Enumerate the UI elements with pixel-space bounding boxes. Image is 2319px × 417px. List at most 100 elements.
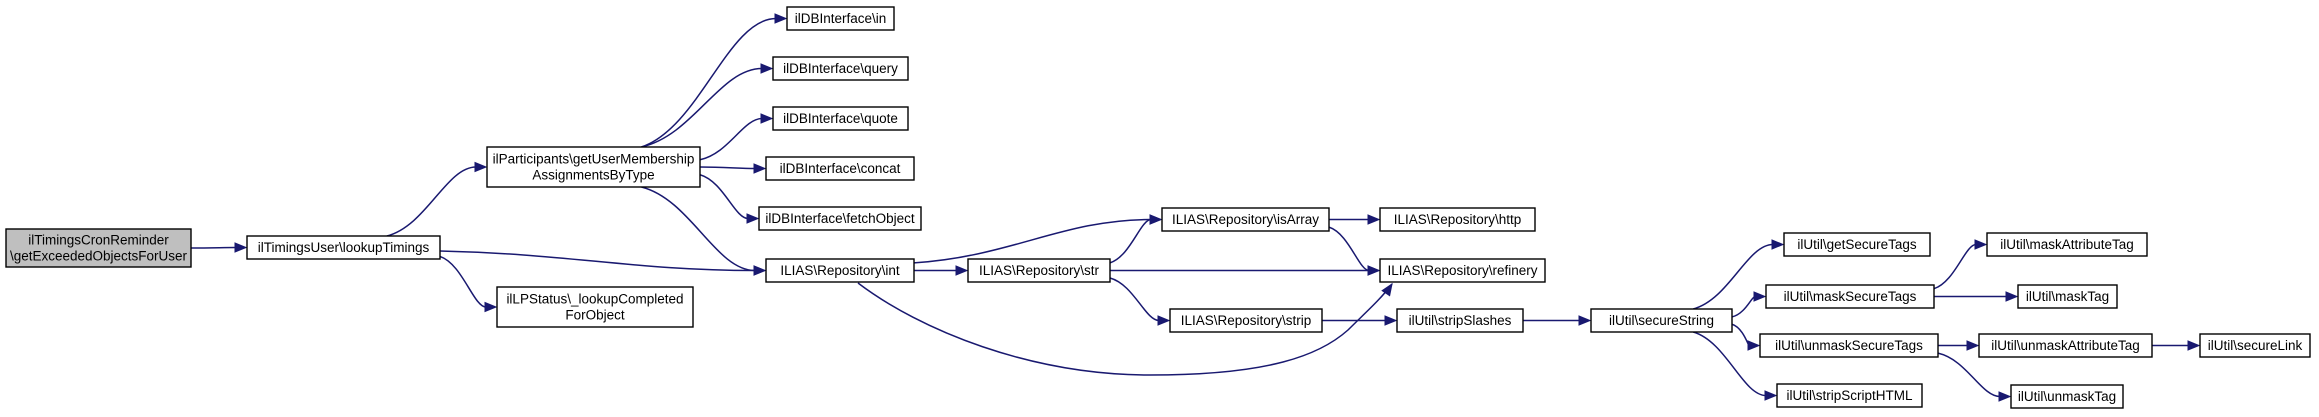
edge-repo_strip-to-util_stripSlashes bbox=[1322, 315, 1398, 326]
node-repo_isArray[interactable]: ILIAS\Repository\isArray bbox=[1161, 207, 1330, 232]
node-box bbox=[765, 258, 915, 283]
node-box bbox=[5, 228, 192, 268]
edge-util_secureString-to-util_stripScriptHTML bbox=[1693, 331, 1778, 401]
node-util_maskTag[interactable]: ilUtil\maskTag bbox=[2017, 284, 2118, 309]
node-label: ilUtil\secureLink bbox=[2208, 338, 2303, 353]
node-box bbox=[486, 146, 701, 188]
node-util_secureString[interactable]: ilUtil\secureString bbox=[1590, 308, 1733, 333]
node-label: ILIAS\Repository\str bbox=[979, 263, 1100, 278]
node-label: \getExceededObjectsForUser bbox=[10, 249, 188, 264]
node-label: ilUtil\unmaskAttributeTag bbox=[1991, 338, 2140, 353]
edge-repo_str-to-repo_isArray bbox=[1109, 214, 1163, 264]
node-label: ILIAS\Repository\int bbox=[780, 263, 900, 278]
edge-repo_int-to-repo_isArray bbox=[913, 214, 1163, 264]
edge-util_secureString-to-util_unmaskSecureTags bbox=[1731, 323, 1761, 351]
node-box bbox=[967, 258, 1111, 283]
node-label: ilUtil\maskAttributeTag bbox=[2000, 237, 2134, 252]
node-label: ilDBInterface\fetchObject bbox=[765, 211, 915, 226]
node-label: ilUtil\stripSlashes bbox=[1409, 313, 1512, 328]
edge-getUserMembership-to-repo_int bbox=[641, 186, 767, 276]
edge-repo_isArray-to-repo_refinery bbox=[1328, 226, 1381, 276]
node-box bbox=[765, 156, 915, 181]
node-box bbox=[1396, 308, 1524, 333]
node-label: ilParticipants\getUserMembership bbox=[493, 152, 695, 167]
edge-getUserMembership-to-db_in bbox=[641, 13, 788, 148]
node-label: ilUtil\unmaskTag bbox=[2018, 389, 2116, 404]
edge-repo_str-to-repo_strip bbox=[1109, 277, 1171, 326]
node-util_maskAttributeTag[interactable]: ilUtil\maskAttributeTag bbox=[1986, 232, 2148, 257]
node-box bbox=[772, 106, 909, 131]
node-util_getSecureTags[interactable]: ilUtil\getSecureTags bbox=[1783, 232, 1931, 257]
edge-getUserMembership-to-db_quote bbox=[699, 113, 774, 161]
node-box bbox=[1776, 383, 1923, 408]
edge-getUserMembership-to-db_concat bbox=[699, 163, 767, 174]
node-label: ilUtil\maskSecureTags bbox=[1784, 289, 1917, 304]
node-box bbox=[772, 56, 909, 81]
edge-util_stripSlashes-to-util_secureString bbox=[1523, 315, 1592, 326]
node-getUserMembership[interactable]: ilParticipants\getUserMembershipAssignme… bbox=[486, 146, 701, 188]
node-db_quote[interactable]: ilDBInterface\quote bbox=[772, 106, 909, 131]
node-repo_http[interactable]: ILIAS\Repository\http bbox=[1379, 207, 1536, 232]
edge-getUserMembership-to-db_query bbox=[641, 63, 774, 148]
node-label: ILIAS\Repository\strip bbox=[1181, 313, 1312, 328]
node-label: ilLPStatus\_lookupCompleted bbox=[506, 292, 683, 307]
edge-getUserMembership-to-db_fetchObject bbox=[699, 174, 760, 224]
node-util_secureLink[interactable]: ilUtil\secureLink bbox=[2199, 333, 2311, 358]
node-label: ilDBInterface\in bbox=[795, 11, 887, 26]
edge-repo_int-to-repo_refinery bbox=[857, 282, 1393, 376]
node-label: AssignmentsByType bbox=[532, 168, 654, 183]
edge-repo_isArray-to-repo_http bbox=[1329, 214, 1381, 225]
node-box bbox=[1986, 232, 2148, 257]
node-box bbox=[1590, 308, 1733, 333]
edge-lookupTimings-to-getUserMembership bbox=[386, 161, 488, 237]
node-box bbox=[1765, 284, 1935, 309]
node-util_stripSlashes[interactable]: ilUtil\stripSlashes bbox=[1396, 308, 1524, 333]
node-box bbox=[1161, 207, 1330, 232]
node-label: ilDBInterface\quote bbox=[783, 111, 898, 126]
node-box bbox=[2017, 284, 2118, 309]
node-box bbox=[1759, 333, 1939, 358]
node-label: ILIAS\Repository\http bbox=[1394, 212, 1522, 227]
node-box bbox=[1978, 333, 2153, 358]
node-lookupTimings[interactable]: ilTimingsUser\lookupTimings bbox=[246, 235, 441, 260]
node-db_fetchObject[interactable]: ilDBInterface\fetchObject bbox=[758, 206, 922, 231]
node-root[interactable]: ilTimingsCronReminder\getExceededObjects… bbox=[5, 228, 192, 268]
edge-repo_int-to-repo_str bbox=[913, 265, 969, 276]
node-repo_strip[interactable]: ILIAS\Repository\strip bbox=[1169, 308, 1323, 333]
node-db_in[interactable]: ilDBInterface\in bbox=[786, 6, 895, 31]
node-db_query[interactable]: ilDBInterface\query bbox=[772, 56, 909, 81]
node-label: ilTimingsCronReminder bbox=[28, 233, 169, 248]
node-box bbox=[1379, 258, 1546, 283]
edge-util_secureString-to-util_maskSecureTags bbox=[1731, 291, 1767, 318]
call-edges bbox=[190, 13, 2201, 402]
node-db_concat[interactable]: ilDBInterface\concat bbox=[765, 156, 915, 181]
node-util_unmaskTag[interactable]: ilUtil\unmaskTag bbox=[2010, 384, 2124, 409]
node-repo_int[interactable]: ILIAS\Repository\int bbox=[765, 258, 915, 283]
node-box bbox=[786, 6, 895, 31]
node-repo_refinery[interactable]: ILIAS\Repository\refinery bbox=[1379, 258, 1546, 283]
node-box bbox=[2199, 333, 2311, 358]
node-box bbox=[1169, 308, 1323, 333]
node-repo_str[interactable]: ILIAS\Repository\str bbox=[967, 258, 1111, 283]
node-label: ilTimingsUser\lookupTimings bbox=[258, 240, 430, 255]
node-label: ilUtil\secureString bbox=[1609, 313, 1714, 328]
node-box bbox=[2010, 384, 2124, 409]
call-nodes: ilTimingsCronReminder\getExceededObjects… bbox=[5, 6, 2311, 409]
node-util_maskSecureTags[interactable]: ilUtil\maskSecureTags bbox=[1765, 284, 1935, 309]
node-label: ilUtil\stripScriptHTML bbox=[1786, 388, 1913, 403]
node-box bbox=[1783, 232, 1931, 257]
node-box bbox=[496, 286, 694, 328]
edge-util_unmaskSecureTags-to-util_unmaskTag bbox=[1937, 352, 2012, 402]
node-label: ilUtil\getSecureTags bbox=[1797, 237, 1917, 252]
node-util_unmaskAttributeTag[interactable]: ilUtil\unmaskAttributeTag bbox=[1978, 333, 2153, 358]
node-util_stripScriptHTML[interactable]: ilUtil\stripScriptHTML bbox=[1776, 383, 1923, 408]
node-box bbox=[246, 235, 441, 260]
edge-lookupTimings-to-repo_int bbox=[439, 250, 767, 276]
node-util_unmaskSecureTags[interactable]: ilUtil\unmaskSecureTags bbox=[1759, 333, 1939, 358]
edge-util_maskSecureTags-to-util_maskAttributeTag bbox=[1933, 239, 1988, 290]
edge-util_maskSecureTags-to-util_maskTag bbox=[1934, 291, 2019, 302]
edge-lookupTimings-to-lookupCompleted bbox=[439, 255, 498, 313]
node-box bbox=[758, 206, 922, 231]
